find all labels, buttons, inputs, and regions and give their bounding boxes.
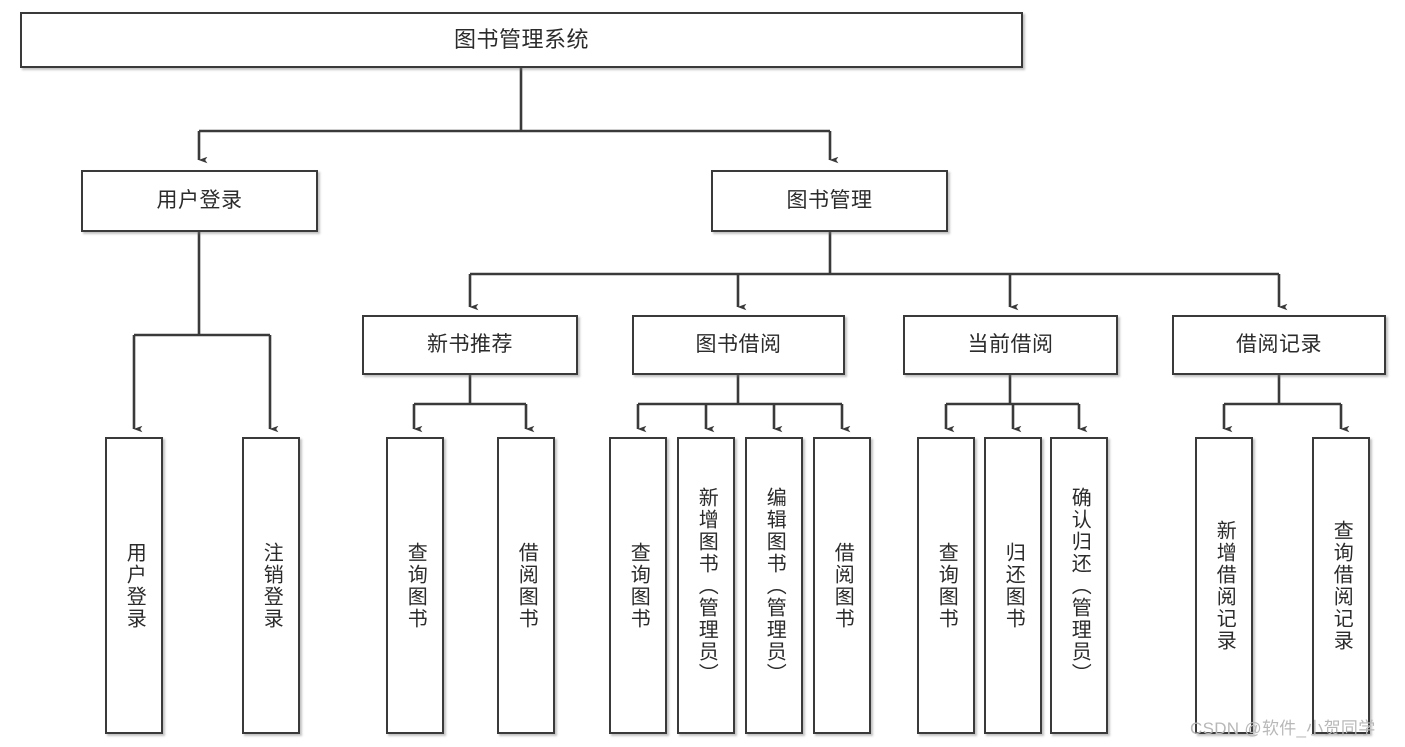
leaf-book-borrow-query[interactable]: 查询图书 [609,437,667,734]
node-borrow-record[interactable]: 借阅记录 [1172,315,1386,375]
node-current-borrow[interactable]: 当前借阅 [903,315,1118,375]
leaf-current-borrow-confirm-return[interactable]: 确认归还（管理员） [1050,437,1108,734]
node-user-login[interactable]: 用户登录 [81,170,318,232]
leaf-borrow-record-add-label: 新增借阅记录 [1213,519,1236,652]
leaf-book-borrow-edit-label: 编辑图书（管理员） [763,486,786,685]
leaf-current-borrow-return[interactable]: 归还图书 [984,437,1042,734]
node-root[interactable]: 图书管理系统 [20,12,1023,68]
leaf-book-borrow-add-label: 新增图书（管理员） [695,486,718,685]
leaf-current-borrow-query[interactable]: 查询图书 [917,437,975,734]
leaf-current-borrow-query-label: 查询图书 [935,541,958,630]
node-user-login-label: 用户登录 [156,188,243,212]
leaf-book-borrow-borrow[interactable]: 借阅图书 [813,437,871,734]
leaf-book-borrow-query-label: 查询图书 [627,541,650,630]
leaf-current-borrow-return-label: 归还图书 [1002,541,1025,630]
leaf-new-book-borrow-label: 借阅图书 [515,541,538,630]
node-book-borrow[interactable]: 图书借阅 [632,315,845,375]
node-new-book-recommend[interactable]: 新书推荐 [362,315,578,375]
leaf-user-login-signout-label: 注销登录 [260,541,283,630]
leaf-user-login-signin[interactable]: 用户登录 [105,437,163,734]
leaf-new-book-query[interactable]: 查询图书 [386,437,444,734]
leaf-borrow-record-add[interactable]: 新增借阅记录 [1195,437,1253,734]
leaf-user-login-signout[interactable]: 注销登录 [242,437,300,734]
node-new-book-recommend-label: 新书推荐 [427,332,513,356]
node-book-borrow-label: 图书借阅 [695,332,782,356]
node-book-management[interactable]: 图书管理 [711,170,948,232]
node-current-borrow-label: 当前借阅 [967,332,1054,356]
leaf-book-borrow-edit[interactable]: 编辑图书（管理员） [745,437,803,734]
node-book-management-label: 图书管理 [786,188,873,212]
leaf-new-book-borrow[interactable]: 借阅图书 [497,437,555,734]
leaf-book-borrow-borrow-label: 借阅图书 [831,541,854,630]
node-borrow-record-label: 借阅记录 [1236,332,1322,356]
leaf-book-borrow-add[interactable]: 新增图书（管理员） [677,437,735,734]
node-root-label: 图书管理系统 [453,27,589,53]
leaf-current-borrow-confirm-return-label: 确认归还（管理员） [1068,486,1091,685]
leaf-user-login-signin-label: 用户登录 [123,541,146,630]
leaf-borrow-record-query-label: 查询借阅记录 [1330,519,1353,652]
leaf-borrow-record-query[interactable]: 查询借阅记录 [1312,437,1370,734]
leaf-new-book-query-label: 查询图书 [404,541,427,630]
